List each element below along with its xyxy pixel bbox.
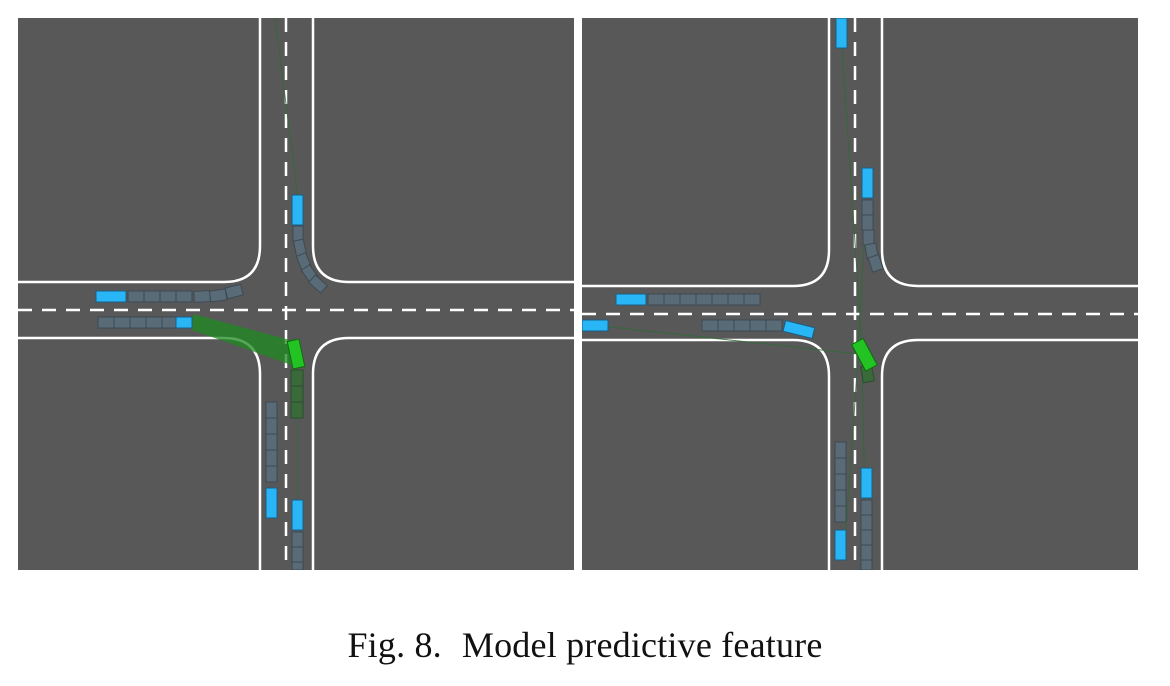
predicted-positions <box>861 199 884 273</box>
ego-vehicle <box>850 337 878 372</box>
other-vehicle <box>265 487 278 519</box>
other-vehicle <box>291 499 304 531</box>
other-vehicle <box>861 167 874 199</box>
lane-center-lines <box>18 18 574 570</box>
other-vehicle <box>615 293 647 306</box>
other-vehicle <box>95 290 127 303</box>
predicted-positions <box>701 319 783 332</box>
other-vehicle <box>582 319 609 332</box>
predicted-positions <box>291 531 304 570</box>
other-vehicle <box>860 467 873 499</box>
predicted-positions <box>860 499 873 570</box>
predicted-positions <box>647 293 761 306</box>
predicted-positions <box>834 441 847 523</box>
other-vehicle <box>291 194 304 226</box>
predicted-positions <box>97 316 179 329</box>
predicted-positions <box>292 225 328 294</box>
other-vehicle <box>175 316 193 329</box>
ego-predicted-trail <box>192 314 300 368</box>
right-intersection-scene <box>582 18 1138 570</box>
other-vehicle <box>834 529 847 561</box>
figure-caption: Fig. 8. Model predictive feature <box>0 624 1170 666</box>
figure-label: Fig. 8. <box>347 625 442 665</box>
figure-caption-text: Model predictive feature <box>461 625 823 665</box>
other-vehicle <box>835 18 848 49</box>
predicted-positions <box>127 283 244 303</box>
left-intersection-scene <box>18 18 574 570</box>
ego-future-positions <box>290 369 304 419</box>
predicted-positions <box>265 401 278 483</box>
other-vehicle <box>782 319 816 340</box>
road-boundaries <box>582 18 1138 570</box>
ego-vehicle <box>286 338 306 370</box>
